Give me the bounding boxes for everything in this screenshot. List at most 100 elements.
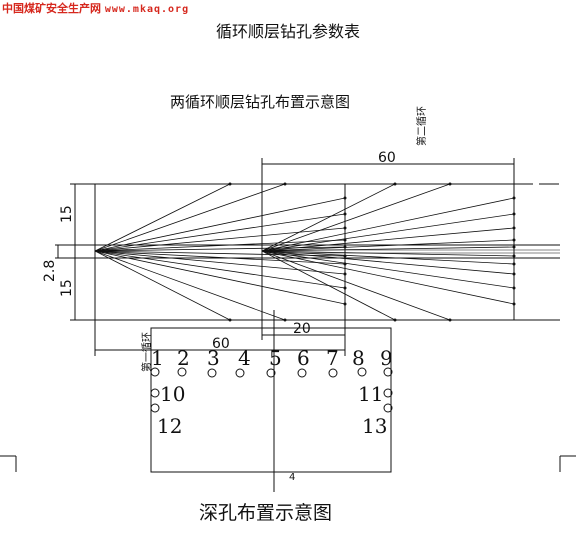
hole-number-9: 9 [380, 346, 393, 370]
deep-hole-marker [177, 367, 187, 377]
dim-overlap-20: 20 [293, 321, 311, 337]
borehole-end-mark [448, 318, 452, 322]
borehole-end-mark [228, 318, 232, 322]
borehole-line [261, 250, 515, 275]
figure1-drawing [55, 158, 560, 356]
borehole-end-mark [512, 238, 516, 242]
dim-lower-15: 15 [59, 279, 75, 297]
watermark-url: www.mkaq.org [104, 4, 190, 15]
borehole-line [94, 250, 346, 289]
borehole-end-mark [283, 318, 287, 322]
borehole-end-mark [512, 262, 516, 266]
borehole-end-mark [512, 245, 516, 249]
deep-hole-marker [383, 403, 393, 413]
borehole-end-mark [343, 226, 347, 230]
hole-number-4: 4 [238, 346, 251, 370]
center-mark: 4 [289, 472, 295, 483]
borehole-line [94, 239, 346, 252]
figure2-title: 深孔布置示意图 [199, 502, 333, 524]
borehole-end-mark [343, 212, 347, 216]
borehole-line [94, 250, 346, 305]
watermark: 中国煤矿安全生产网 www.mkaq.org [2, 0, 189, 16]
figure1-title: 两循环顺层钻孔布置示意图 [170, 93, 351, 111]
label-second-cycle: 第二循环 [415, 106, 428, 146]
second-cycle-frame [261, 183, 515, 321]
deep-hole-marker [150, 388, 160, 398]
deep-hole-marker [150, 403, 160, 413]
borehole-line [94, 183, 286, 252]
document-title: 循环顺层钻孔参数表 [216, 22, 361, 41]
borehole-end-mark [512, 302, 516, 306]
borehole-line [94, 250, 286, 321]
borehole-end-mark [512, 286, 516, 290]
dim-second-cycle-60: 60 [378, 150, 396, 166]
deep-hole-marker [383, 367, 393, 377]
borehole-end-mark [283, 182, 287, 186]
borehole-line [261, 250, 451, 321]
hole-number-1: 1 [151, 346, 164, 370]
hole-number-11: 11 [358, 382, 383, 406]
borehole-line [261, 250, 515, 257]
deep-hole-marker [235, 368, 245, 378]
hole-number-3: 3 [207, 346, 220, 370]
deep-hole-marker [357, 367, 367, 377]
hole-number-12: 12 [157, 414, 182, 438]
dim-first-cycle-60: 60 [212, 336, 230, 352]
borehole-line [94, 213, 346, 252]
borehole-end-mark [512, 226, 516, 230]
dim-gap-2-8: 2.8 [42, 260, 58, 282]
borehole-end-mark [512, 196, 516, 200]
figure2-drawing [150, 310, 393, 492]
borehole-line [261, 239, 515, 252]
first-cycle-frame [94, 183, 346, 321]
deep-hole-marker [266, 368, 276, 378]
label-first-cycle: 第一循环 [140, 332, 153, 372]
hole-number-5: 5 [269, 346, 282, 370]
borehole-line [261, 250, 515, 305]
borehole-end-mark [393, 182, 397, 186]
borehole-line [261, 183, 451, 252]
borehole-line [94, 227, 346, 252]
borehole-end-mark [343, 272, 347, 276]
borehole-line [94, 246, 346, 252]
borehole-line [94, 183, 231, 252]
second-cycle-borehole-fan [261, 182, 516, 322]
borehole-end-mark [343, 286, 347, 290]
hole-number-6: 6 [297, 346, 310, 370]
borehole-line [261, 213, 515, 252]
dim-upper-15: 15 [59, 205, 75, 223]
deep-hole-markers [150, 367, 393, 413]
borehole-end-mark [512, 254, 516, 258]
borehole-line [94, 250, 346, 265]
watermark-site: 中国煤矿安全生产网 [2, 2, 101, 15]
hole-number-10: 10 [160, 382, 185, 406]
borehole-line [261, 250, 515, 265]
deep-hole-marker [207, 368, 217, 378]
deep-hole-marker [328, 368, 338, 378]
borehole-line [94, 250, 231, 321]
deep-hole-marker [150, 367, 160, 377]
deep-hole-face-frame [150, 327, 392, 473]
deep-hole-marker [383, 388, 393, 398]
hole-number-8: 8 [352, 346, 365, 370]
borehole-line [94, 197, 346, 252]
borehole-end-mark [512, 212, 516, 216]
deep-hole-marker [297, 368, 307, 378]
first-cycle-borehole-fan [94, 182, 347, 322]
hole-number-13: 13 [362, 414, 387, 438]
borehole-end-mark [448, 182, 452, 186]
borehole-end-mark [343, 302, 347, 306]
borehole-line [261, 246, 515, 252]
borehole-line [261, 250, 396, 321]
borehole-line [261, 197, 515, 252]
borehole-line [261, 250, 515, 289]
borehole-end-mark [512, 272, 516, 276]
borehole-end-mark [393, 318, 397, 322]
borehole-end-mark [228, 182, 232, 186]
borehole-end-mark [343, 196, 347, 200]
hole-number-7: 7 [326, 346, 339, 370]
borehole-line [94, 250, 346, 275]
hole-number-2: 2 [177, 346, 190, 370]
